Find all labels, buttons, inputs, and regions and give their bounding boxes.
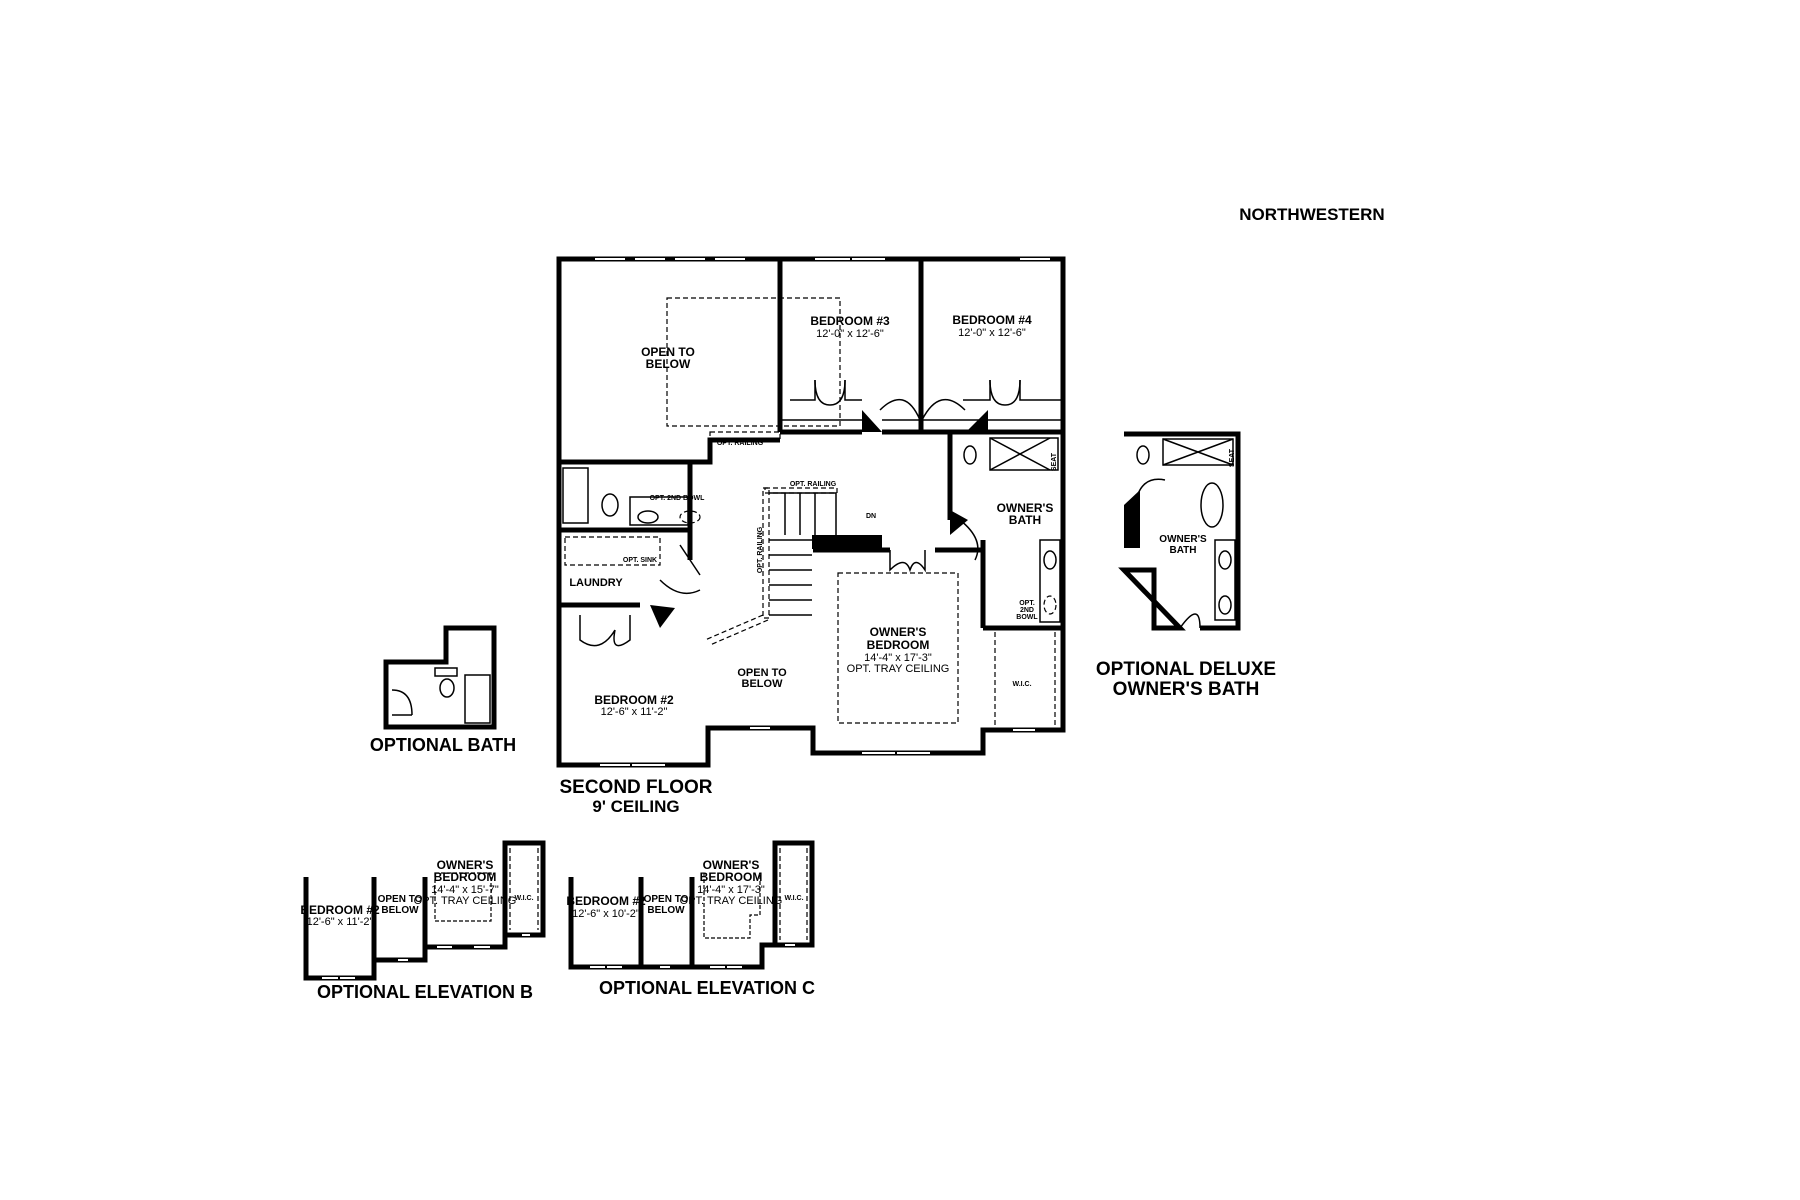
wic-label: W.I.C. bbox=[514, 895, 533, 902]
wic-label: W.I.C. bbox=[1012, 681, 1031, 688]
bedroom-3-size: 12'-0" x 12'-6" bbox=[816, 328, 884, 340]
bedroom-2-size: 12'-6" x 11'-2" bbox=[307, 916, 374, 928]
bedroom-4-size: 12'-0" x 12'-6" bbox=[958, 327, 1026, 339]
bedroom-2-label: BEDROOM #2 bbox=[566, 894, 646, 908]
open-to-below-label: BELOW bbox=[381, 905, 419, 916]
open-to-below-label: OPEN TO bbox=[641, 345, 695, 359]
owners-bedroom-label: OWNER'S bbox=[870, 625, 927, 639]
toilet-icon-owner bbox=[963, 445, 977, 465]
seat-note: SEAT bbox=[1229, 448, 1236, 467]
owners-bedroom-label: BEDROOM bbox=[434, 870, 497, 884]
vanity-icon bbox=[1214, 539, 1236, 621]
toilet-icon bbox=[601, 493, 619, 517]
plan-name: NORTHWESTERN bbox=[1239, 205, 1384, 224]
elevation-b-plan: BEDROOM #2 12'-6" x 11'-2" OPEN TO BELOW… bbox=[300, 840, 546, 1002]
bathtub-icon bbox=[464, 674, 491, 724]
opt-sink-note: OPT. SINK bbox=[623, 557, 657, 564]
windows bbox=[595, 258, 1050, 766]
bedroom-3-label: BEDROOM #3 bbox=[810, 314, 890, 328]
stairs-down-note: DN bbox=[866, 513, 876, 520]
open-to-below-label: BELOW bbox=[646, 357, 691, 371]
opt-2nd-bowl-owner-note: OPT. bbox=[1019, 600, 1035, 607]
deluxe-bath-title: OPTIONAL DELUXE bbox=[1096, 659, 1276, 680]
second-floor-plan: OPEN TO BELOW BEDROOM #3 12'-0" x 12'-6"… bbox=[556, 256, 1066, 816]
tray-ceiling-outline bbox=[837, 572, 959, 724]
owners-bedroom-label: OWNER'S bbox=[703, 858, 760, 872]
owners-bedroom-note: OPT. TRAY CEILING bbox=[847, 663, 950, 675]
seat-note: SEAT bbox=[1051, 452, 1058, 471]
open-to-below-label: BELOW bbox=[647, 905, 685, 916]
laundry-appliances bbox=[564, 536, 661, 566]
owners-bedroom-size: 14'-4" x 17'-3" bbox=[697, 884, 765, 896]
opt-2nd-bowl-owner-note: 2ND bbox=[1020, 607, 1034, 614]
owners-bedroom-note: OPT. TRAY CEILING bbox=[414, 895, 517, 907]
staircase bbox=[704, 487, 882, 646]
elevation-c-title: OPTIONAL ELEVATION C bbox=[599, 978, 815, 998]
open-to-below-outline bbox=[666, 297, 841, 427]
plan-subtitle: 9' CEILING bbox=[592, 797, 679, 816]
owners-bedroom-size: 14'-4" x 17'-3" bbox=[864, 652, 932, 664]
owners-bedroom-label: BEDROOM bbox=[700, 870, 763, 884]
tray-ceiling-outline bbox=[434, 872, 492, 922]
open-to-below-label: OPEN TO bbox=[644, 894, 689, 905]
shower-icon bbox=[989, 437, 1059, 471]
wic-label: W.I.C. bbox=[784, 895, 803, 902]
owner-vanity-icon bbox=[1039, 539, 1061, 623]
open-to-below-label: OPEN TO bbox=[378, 894, 423, 905]
opt-railing-note: OPT. RAILING bbox=[757, 526, 764, 573]
opt-railing-note: OPT. RAILING bbox=[717, 440, 764, 447]
freestanding-tub-icon bbox=[1200, 482, 1224, 528]
toilet-icon bbox=[1136, 445, 1150, 465]
bedroom-2-label: BEDROOM #2 bbox=[594, 693, 674, 707]
plan-title: SECOND FLOOR bbox=[559, 777, 712, 798]
opt-2nd-bowl-owner-note: BOWL bbox=[1016, 614, 1038, 621]
owners-bath-label: BATH bbox=[1009, 513, 1041, 527]
open-to-below-mid-label: BELOW bbox=[742, 678, 784, 690]
owners-bath-label: OWNER'S bbox=[997, 501, 1054, 515]
owners-bath-label: BATH bbox=[1169, 545, 1196, 556]
owners-bedroom-label: OWNER'S bbox=[437, 858, 494, 872]
optional-bath-plan: OPTIONAL BATH bbox=[370, 625, 516, 755]
tray-ceiling-outline bbox=[703, 873, 761, 939]
opt-2nd-bowl-note: OPT. 2ND BOWL bbox=[650, 495, 706, 502]
laundry-label: LAUNDRY bbox=[569, 577, 623, 589]
optional-deluxe-bath-plan: SEAT OWNER'S BATH OPTIONAL DELUXE OWNER'… bbox=[1096, 431, 1276, 700]
bedroom-2-size: 12'-6" x 10'-2" bbox=[572, 908, 640, 920]
owners-bedroom-label: BEDROOM bbox=[867, 638, 930, 652]
owners-bath-label: OWNER'S bbox=[1159, 534, 1207, 545]
owners-bedroom-size: 14'-4" x 15'-7" bbox=[431, 884, 499, 896]
elevation-b-title: OPTIONAL ELEVATION B bbox=[317, 982, 533, 1002]
bedroom-2-label: BEDROOM #2 bbox=[300, 903, 380, 917]
bedroom-2-size: 12'-6" x 11'-2" bbox=[601, 706, 668, 718]
optional-bath-title: OPTIONAL BATH bbox=[370, 735, 516, 755]
room-labels: OPEN TO BELOW BEDROOM #3 12'-0" x 12'-6"… bbox=[569, 313, 1058, 718]
deluxe-bath-title: OWNER'S BATH bbox=[1113, 679, 1260, 700]
elevation-c-plan: BEDROOM #2 12'-6" x 10'-2" OPEN TO BELOW… bbox=[566, 840, 815, 998]
opt-railing-note: OPT. RAILING bbox=[790, 481, 837, 488]
bedroom-4-label: BEDROOM #4 bbox=[952, 313, 1032, 327]
shower-icon bbox=[1162, 438, 1234, 466]
open-to-below-mid-label: OPEN TO bbox=[737, 667, 787, 679]
owners-bedroom-note: OPT. TRAY CEILING bbox=[680, 895, 783, 907]
bathtub-icon bbox=[562, 467, 589, 524]
toilet-icon bbox=[439, 678, 455, 698]
